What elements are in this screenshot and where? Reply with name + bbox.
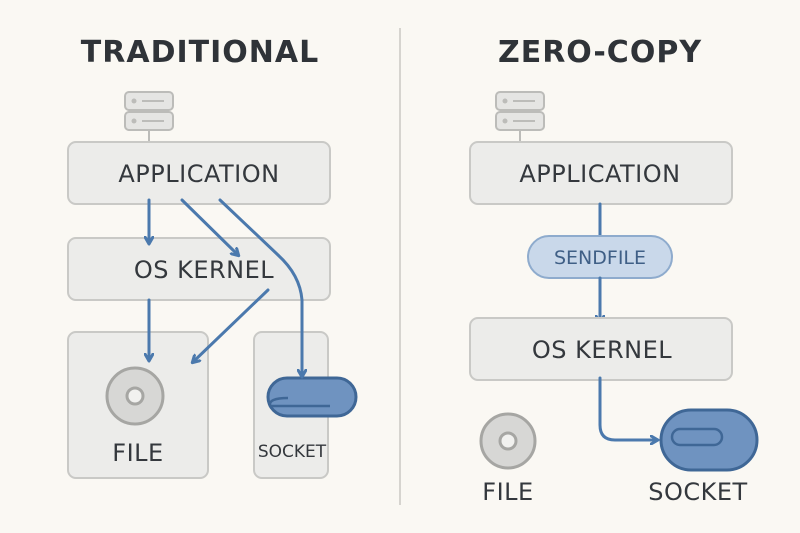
- zero-copy-title: ZERO-COPY: [498, 35, 702, 70]
- os-kernel-box: [67, 237, 331, 301]
- application-label: APPLICATION: [519, 160, 680, 188]
- traditional-title: TRADITIONAL: [81, 35, 319, 70]
- sendfile-label: SENDFILE: [554, 247, 646, 269]
- socket-label: SOCKET: [258, 442, 327, 462]
- file-label: FILE: [482, 478, 533, 506]
- application-box: [67, 141, 331, 205]
- arrow-app-to-socket: [218, 198, 302, 376]
- arrow-kernel-to-socket: [598, 376, 657, 440]
- socket-icon: [659, 408, 759, 472]
- os-kernel-label: OS KERNEL: [532, 336, 672, 364]
- server-icon: [124, 91, 174, 142]
- os-kernel-label: OS KERNEL: [134, 256, 274, 284]
- file-label: FILE: [112, 439, 163, 467]
- arrow-app-to-kernel-copy: [180, 198, 238, 255]
- arrow-kernel-to-file-copy: [193, 288, 270, 362]
- socket-icon: [266, 376, 358, 418]
- server-icon: [495, 91, 545, 142]
- application-label: APPLICATION: [118, 160, 279, 188]
- disc-icon: [479, 412, 537, 470]
- socket-label: SOCKET: [648, 478, 747, 506]
- zero-copy-panel: ZERO-COPY APPLICATION SENDFILE OS KERNEL: [469, 35, 759, 506]
- traditional-panel: TRADITIONAL APPLICATION OS KERNEL FILE: [67, 35, 358, 479]
- disc-icon: [105, 366, 165, 426]
